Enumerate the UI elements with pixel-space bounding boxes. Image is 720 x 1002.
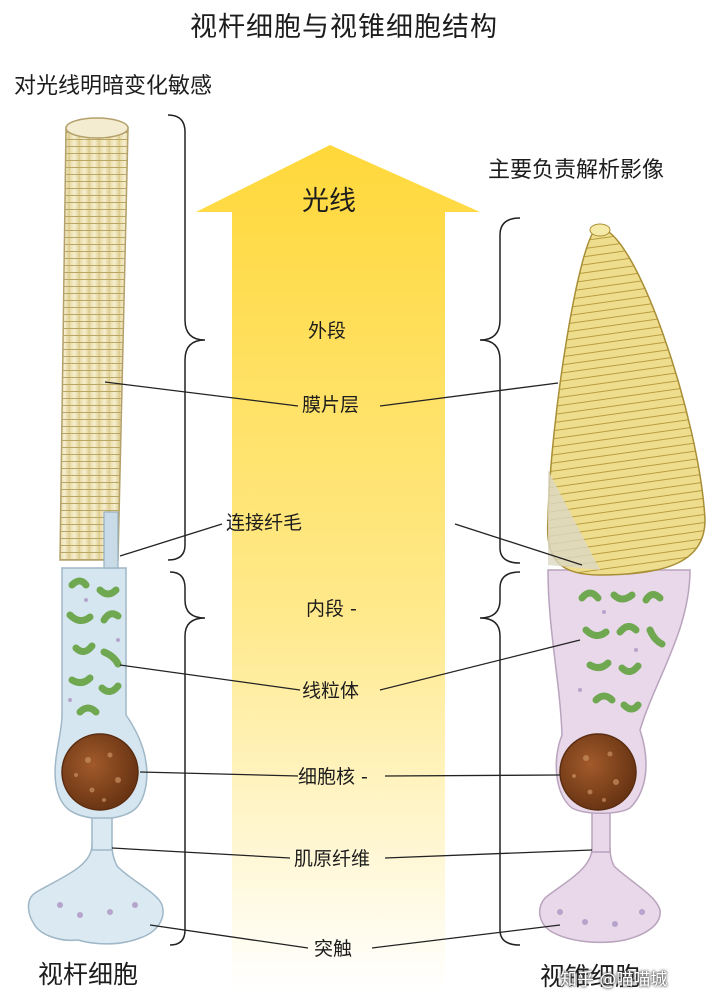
brackets [167,114,521,946]
label-mitochondria: 线粒体 [302,680,360,702]
cone-cell [538,223,706,944]
rod-top-disc [65,117,129,139]
rod-cell-name: 视杆细胞 [38,960,139,989]
watermark: 知乎 @喵喵城 [560,970,668,990]
label-myofibrils: 肌原纤维 [294,848,371,870]
cone-inner-bracket [479,571,521,946]
cone-outer-segment [546,227,706,576]
rod-cilium [103,511,119,569]
leader-lines [104,381,593,949]
cone-synaptic-terminal [538,847,661,944]
label-membrane-discs: 膜片层 [302,394,360,416]
cone-tip [589,223,611,237]
cone-caption: 主要负责解析影像 [488,158,665,183]
cone-cell-name: 视锥细胞 [540,962,641,991]
light-arrow [196,145,480,990]
rod-outer-bracket [167,114,206,561]
cone-nucleus [559,733,637,811]
rod-caption: 对光线明暗变化敏感 [14,74,213,99]
cone-outer-bracket [479,217,521,564]
rod-cell [27,117,164,945]
rod-inner-bracket [169,571,206,946]
light-label: 光线 [302,186,356,217]
cone-mitochondria [578,589,666,713]
label-outer-segment: 外段 [308,320,347,342]
label-connecting-cilium: 连接纤毛 [226,512,303,534]
rod-synaptic-terminal [27,844,164,945]
rod-outer-segment [59,127,129,561]
cone-axon [591,809,611,853]
rod-mitochondria [66,577,122,716]
label-synapse: 突触 [314,938,353,960]
page-title: 视杆细胞与视锥细胞结构 [190,12,498,43]
rod-nucleus [61,733,139,811]
label-nucleus: 细胞核 - [298,766,368,788]
label-inner-segment: 内段 - [306,598,357,620]
